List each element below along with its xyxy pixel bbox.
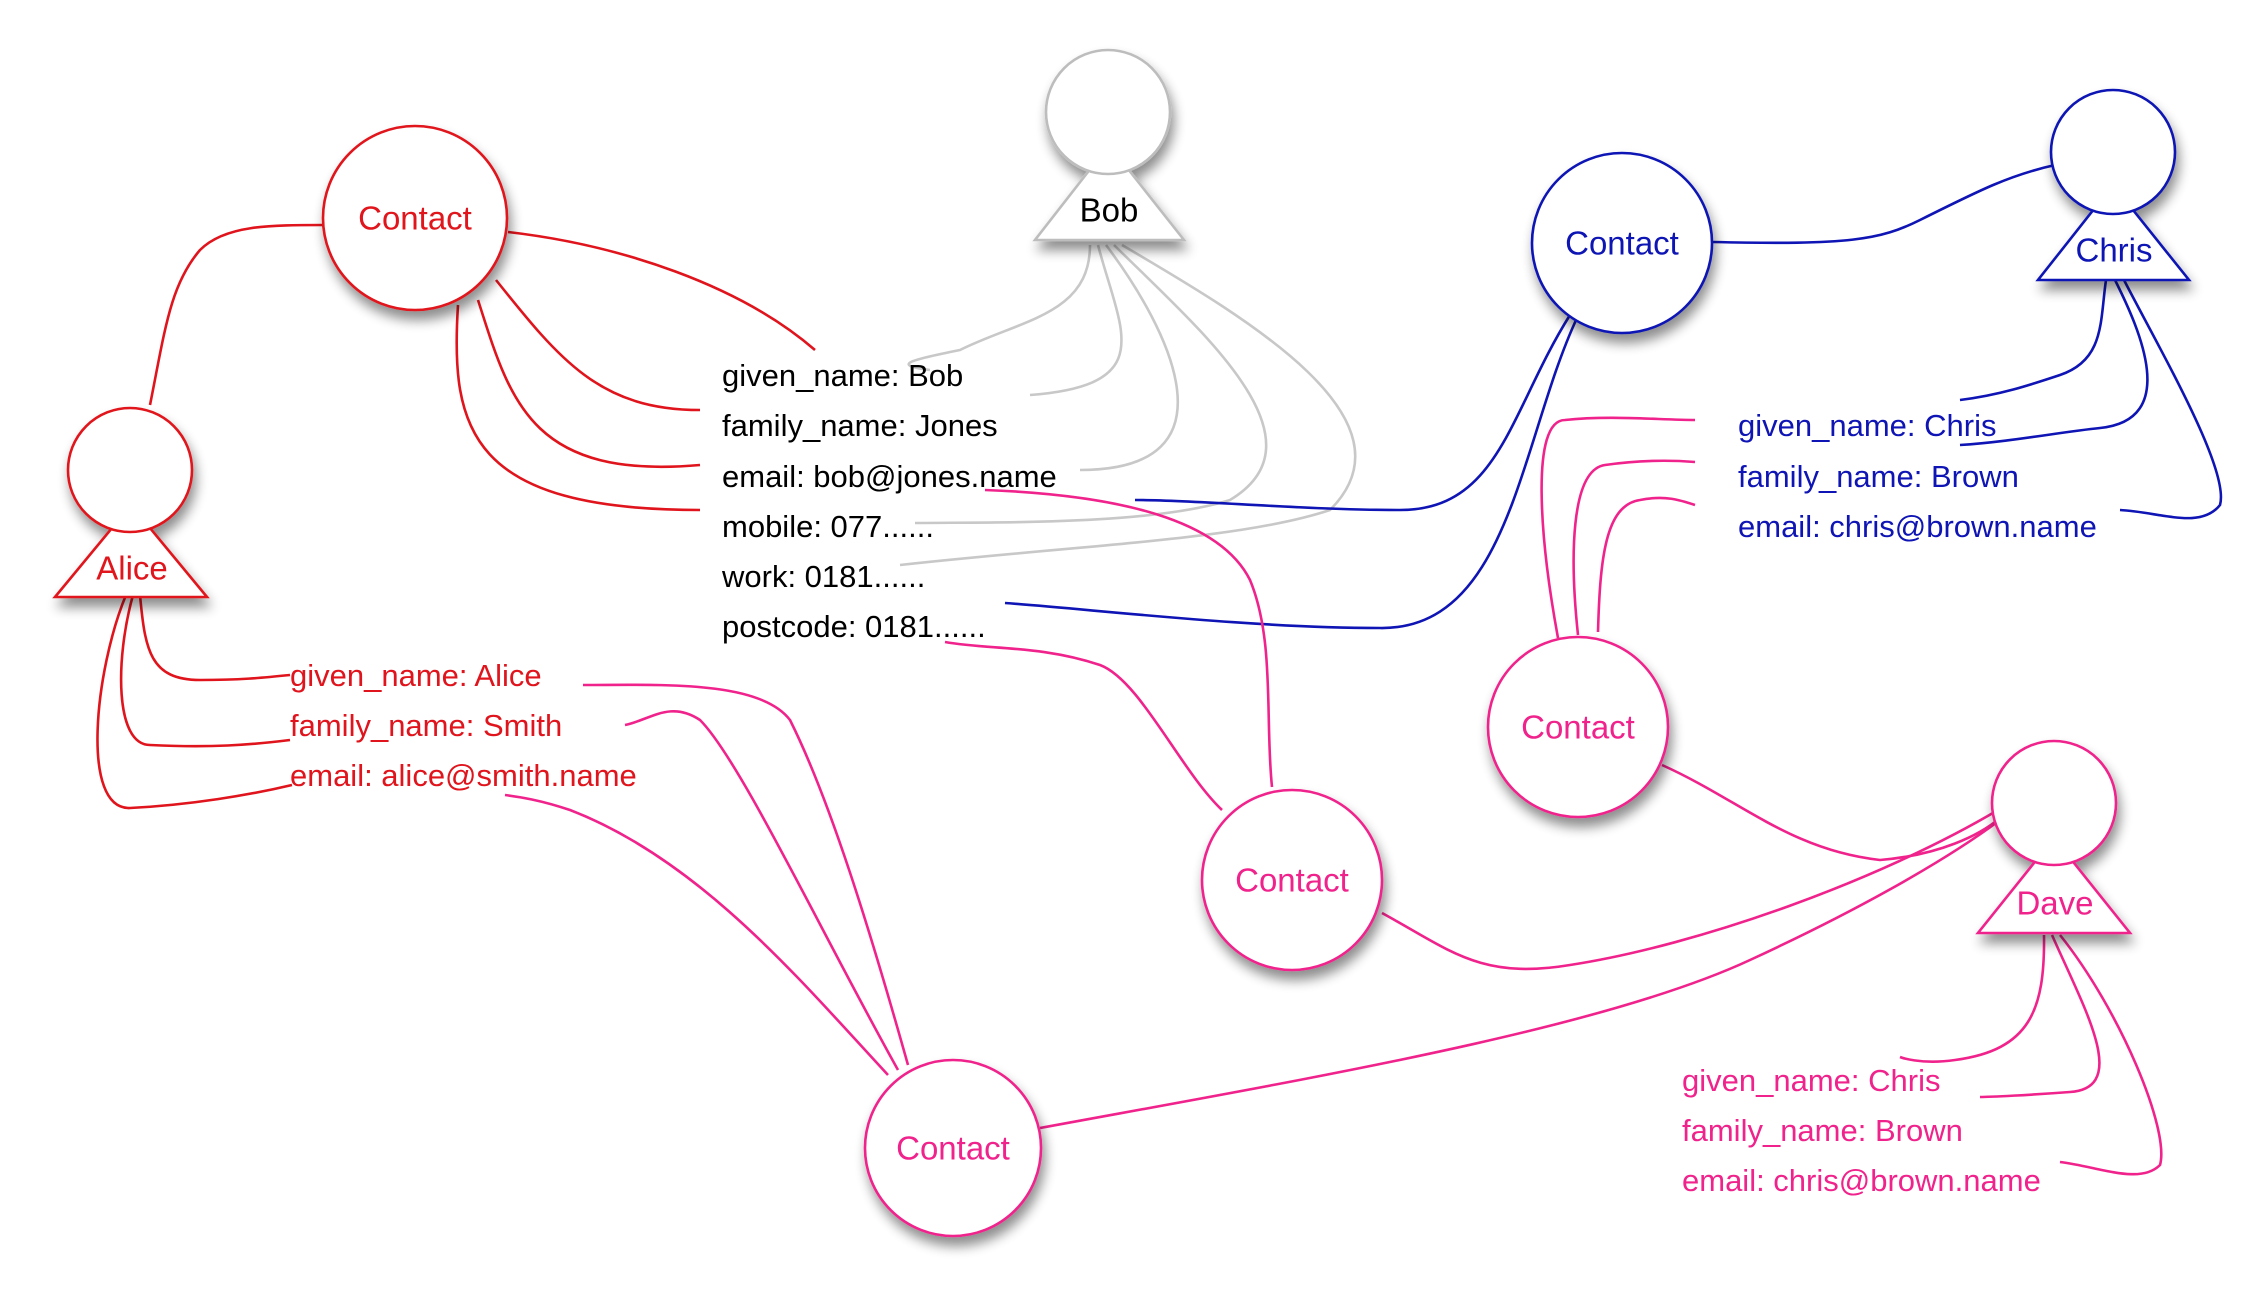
chris-line-given [1959, 279, 2108, 402]
dave-line-given [1899, 934, 2046, 1063]
person-chris[interactable]: Chris [2035, 88, 2192, 282]
person-nodes: Alice Bob Chris Dave [52, 48, 2192, 935]
person-alice-label: Alice [96, 550, 168, 587]
bob-dave-contact-label: Contact [1235, 862, 1349, 899]
dave-field-family-name: family_name: Brown [1682, 1113, 1963, 1148]
bob-connectors [899, 243, 1357, 567]
chris-line-family [1959, 279, 2149, 447]
chris-contact-label: Contact [1565, 225, 1679, 262]
chris-contact-node[interactable]: Contact [1530, 151, 1714, 335]
person-head-icon [1044, 48, 1172, 176]
contact-line-family-alice [624, 710, 900, 1071]
person-body-icon [52, 502, 210, 599]
alice-dave-contact-node[interactable]: Contact [863, 1058, 1043, 1238]
contact-to-dave-line-3 [1039, 818, 2001, 1130]
dave-fields: given_name: Chris family_name: Brown ema… [1682, 1063, 2041, 1198]
chris-line-email [2119, 279, 2223, 520]
alice-line-given [138, 594, 291, 682]
person-body-icon [2035, 182, 2192, 282]
person-bob-label: Bob [1080, 192, 1139, 229]
chris-to-contact-line [1711, 163, 2056, 245]
bob-field-given-name: given_name: Bob [722, 358, 963, 393]
contact-line-email-pink [984, 488, 1274, 788]
contact-line-given-pink [1540, 416, 1696, 639]
contact-line-given-alice [582, 683, 910, 1066]
alice-to-contact-line [148, 223, 326, 406]
person-head-icon [66, 406, 194, 534]
contact-line-given [507, 230, 816, 351]
alice-contact-connectors [96, 223, 816, 810]
contact-line-family [494, 279, 701, 412]
person-dave-label: Dave [2016, 885, 2093, 922]
chris-field-given-name: given_name: Chris [1738, 408, 1996, 443]
alice-field-email: email: alice@smith.name [290, 758, 637, 793]
contact-line-postcode-pink [944, 640, 1223, 811]
dave-contact-connectors [504, 416, 2163, 1176]
person-alice[interactable]: Alice [52, 406, 210, 599]
contact-line-email [476, 299, 701, 468]
bob-fields: given_name: Bob family_name: Jones email… [721, 358, 1057, 644]
chris-field-family-name: family_name: Brown [1738, 459, 2019, 494]
dave-field-email: email: chris@brown.name [1682, 1163, 2041, 1198]
bob-line-mobile [914, 244, 1268, 525]
alice-dave-contact-label: Contact [896, 1130, 1010, 1167]
person-chris-label: Chris [2075, 232, 2152, 269]
bob-field-mobile: mobile: 077...... [722, 509, 934, 544]
bob-field-work: work: 0181...... [721, 559, 925, 594]
dave-line-family [1979, 934, 2101, 1099]
dave-line-email [2058, 934, 2163, 1176]
person-dave[interactable]: Dave [1975, 739, 2133, 935]
dave-field-given-name: given_name: Chris [1682, 1063, 1940, 1098]
bob-field-email: email: bob@jones.name [722, 459, 1057, 494]
person-body-icon [1032, 142, 1187, 242]
contact-line-email2-pink [1596, 496, 1696, 633]
contact-line-mobile [455, 304, 701, 512]
bob-field-family-name: family_name: Jones [722, 408, 998, 443]
contact-line-email-blue [1134, 314, 1572, 512]
chris-contact-connectors [1004, 163, 2223, 630]
bob-line-email [1079, 244, 1179, 472]
bob-line-family [1029, 244, 1123, 397]
alice-contact-node[interactable]: Contact [321, 124, 509, 312]
alice-fields: given_name: Alice family_name: Smith ema… [290, 658, 637, 793]
contact-line-work-blue [1004, 317, 1579, 630]
person-bob[interactable]: Bob [1032, 48, 1187, 242]
bob-line-given [907, 244, 1092, 372]
bob-dave-contact-node[interactable]: Contact [1200, 788, 1384, 972]
alice-line-email [96, 594, 293, 810]
bob-line-work [899, 243, 1357, 567]
alice-field-family-name: family_name: Smith [290, 708, 562, 743]
contact-line-family-pink [1572, 459, 1696, 636]
chris-dave-contact-node[interactable]: Contact [1486, 635, 1670, 819]
chris-fields: given_name: Chris family_name: Brown ema… [1738, 408, 2097, 544]
contact-to-dave-line-2 [1661, 763, 2001, 862]
connector-lines [96, 163, 2223, 1176]
alice-contact-label: Contact [358, 200, 472, 237]
person-body-icon [1975, 835, 2133, 935]
bob-field-postcode: postcode: 0181...... [722, 609, 986, 644]
contact-nodes: Contact Contact Contact Contact Contact [321, 124, 1714, 1238]
contact-to-dave-line-1 [1381, 808, 1999, 971]
alice-line-family [119, 594, 291, 748]
chris-dave-contact-label: Contact [1521, 709, 1635, 746]
chris-field-email: email: chris@brown.name [1738, 509, 2097, 544]
person-head-icon [2049, 88, 2177, 216]
alice-field-given-name: given_name: Alice [290, 658, 542, 693]
contact-line-email-alice [504, 793, 889, 1076]
person-head-icon [1990, 739, 2118, 867]
